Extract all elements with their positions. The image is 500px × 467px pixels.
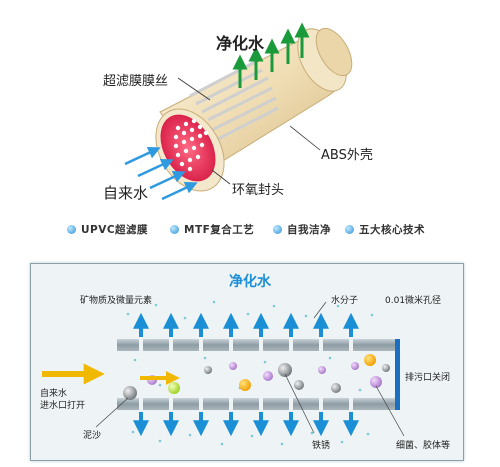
membrane-top <box>117 339 397 351</box>
leader-lines <box>177 77 321 185</box>
membrane-cross-section-panel <box>30 263 464 461</box>
feature-item-self-clean: 自我洁净 <box>273 221 331 237</box>
sediment-label: 泥沙 <box>83 431 102 441</box>
feature-label: 五大核心技术 <box>359 223 425 236</box>
end-cap-label: 环氧封头 <box>232 183 285 198</box>
permeate-arrows-down <box>133 412 359 437</box>
rust-label: 铁锈 <box>312 441 331 451</box>
inlet-label-1: 自来水 <box>40 389 68 399</box>
fiber-bundle <box>189 60 279 142</box>
panel-leader-lines <box>95 301 405 437</box>
shell-label: ABS外壳 <box>321 148 373 163</box>
feature-item-upvc: UPVC超滤膜 <box>67 221 148 237</box>
bullet-dot-icon <box>67 224 76 234</box>
membrane-bottom <box>117 398 397 410</box>
tap-water-arrows <box>124 146 198 201</box>
water-molecules <box>126 300 374 446</box>
feature-item-core-tech: 五大核心技术 <box>345 221 425 237</box>
epoxy-end-cap <box>155 108 225 192</box>
minerals-label: 矿物质及微量元素 <box>80 296 153 306</box>
water-molecule-label: 水分子 <box>331 296 359 306</box>
tap-water-label: 自来水 <box>103 184 149 202</box>
bacteria-label: 细菌、胶体等 <box>396 441 451 451</box>
feature-label: MTF复合工艺 <box>184 223 255 236</box>
bullet-dot-icon <box>345 224 354 234</box>
feature-label: 自我洁净 <box>287 223 331 236</box>
drain-label: 排污口关闭 <box>405 373 451 383</box>
bullet-dot-icon <box>170 224 179 234</box>
panel-title: 净化水 <box>229 274 271 290</box>
purified-water-arrows <box>232 22 310 88</box>
feature-item-mtf: MTF复合工艺 <box>170 221 254 237</box>
contaminant-particles <box>123 354 390 400</box>
purified-water-label: 净化水 <box>216 34 265 53</box>
bullet-dot-icon <box>273 224 282 234</box>
feature-label: UPVC超滤膜 <box>81 223 149 236</box>
inlet-label-2: 进水口打开 <box>40 401 86 411</box>
cartridge-illustration <box>124 22 353 201</box>
fiber-label: 超滤膜膜丝 <box>103 74 169 89</box>
pore-size-label: 0.01微米孔径 <box>385 296 442 306</box>
permeate-arrows-up <box>133 312 359 337</box>
drain-valve-closed <box>395 339 400 410</box>
inlet-arrows <box>42 363 180 385</box>
